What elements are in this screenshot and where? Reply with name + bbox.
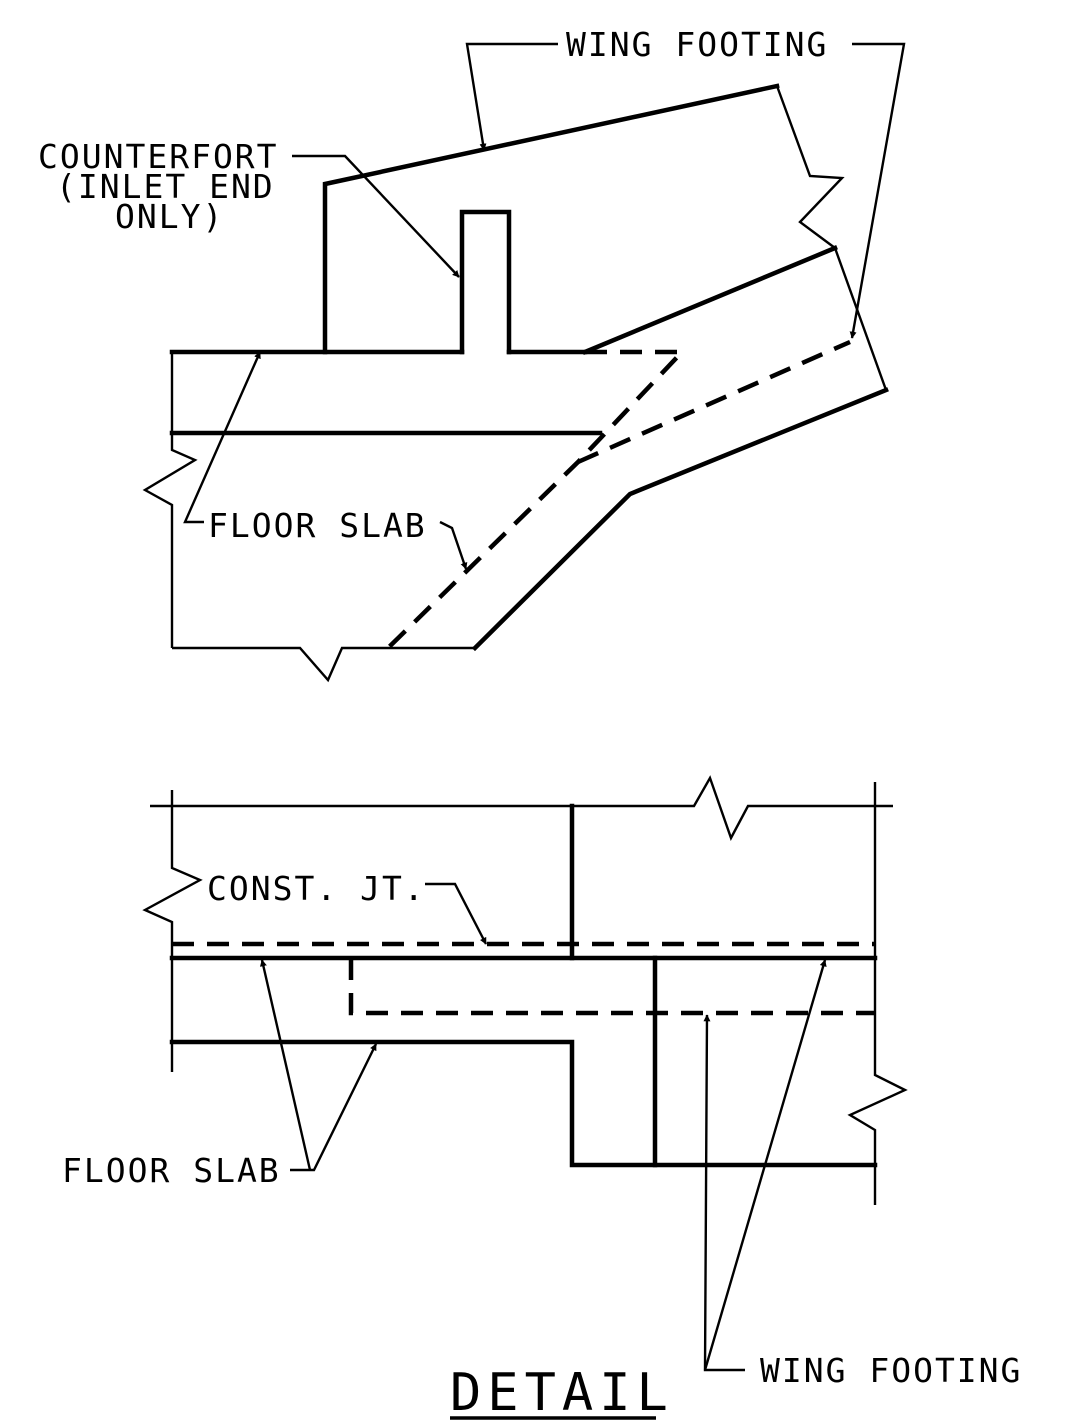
- leader-floor-slab-section-1: [259, 959, 312, 1171]
- wing-footing-lower-edge: [471, 387, 889, 652]
- section-left-break: [142, 790, 203, 1072]
- leader-counterfort: [292, 154, 460, 278]
- leader-floor-slab-left: [183, 351, 262, 524]
- wing-footing-right-edge: [833, 247, 888, 391]
- label-counterfort-line2: (INLET END: [56, 167, 275, 206]
- leader-floor-slab-right: [439, 520, 468, 570]
- label-counterfort-line1: COUNTERFORT: [38, 137, 279, 176]
- drawing-title: DETAIL: [450, 1363, 674, 1423]
- counterfort-outline: [459, 209, 512, 355]
- label-floor-slab-top: FLOOR SLAB: [208, 506, 427, 545]
- dashed-slab-edge-1: [386, 349, 688, 650]
- plan-view: WING FOOTING COUNTERFORT (INLET END ONLY…: [38, 25, 906, 683]
- label-const-jt: CONST. JT.: [207, 869, 426, 908]
- wing-footing-outline: [322, 83, 780, 355]
- floor-slab-section-bottom: [169, 1039, 878, 1168]
- leader-wing-footing-section-1: [703, 1014, 745, 1372]
- label-counterfort-line3: ONLY): [115, 197, 224, 236]
- section-top-line: [150, 775, 893, 841]
- label-floor-slab-bottom: FLOOR SLAB: [62, 1151, 281, 1190]
- section-right-break: [847, 782, 908, 1205]
- leader-wing-footing-right: [849, 42, 906, 339]
- leader-wing-footing-left: [465, 42, 558, 151]
- section-view: CONST. JT. FLOOR SLAB WING FOOTING: [62, 775, 1022, 1390]
- floor-slab-bottom-break: [172, 646, 475, 683]
- leader-const-jt: [425, 882, 488, 945]
- floor-slab-left-break: [142, 352, 198, 648]
- label-wing-footing-top: WING FOOTING: [566, 25, 828, 64]
- wing-footing-break-line: [775, 85, 845, 249]
- wing-footing-inner-line: [582, 245, 838, 355]
- wing-footing-dashed-key: [348, 958, 875, 1016]
- leader-floor-slab-section-2: [290, 1043, 378, 1172]
- dashed-slab-edge-2: [577, 339, 851, 465]
- leader-wing-footing-section-2: [703, 959, 827, 1371]
- label-wing-footing-bottom: WING FOOTING: [760, 1351, 1022, 1390]
- title-text: DETAIL: [450, 1363, 674, 1423]
